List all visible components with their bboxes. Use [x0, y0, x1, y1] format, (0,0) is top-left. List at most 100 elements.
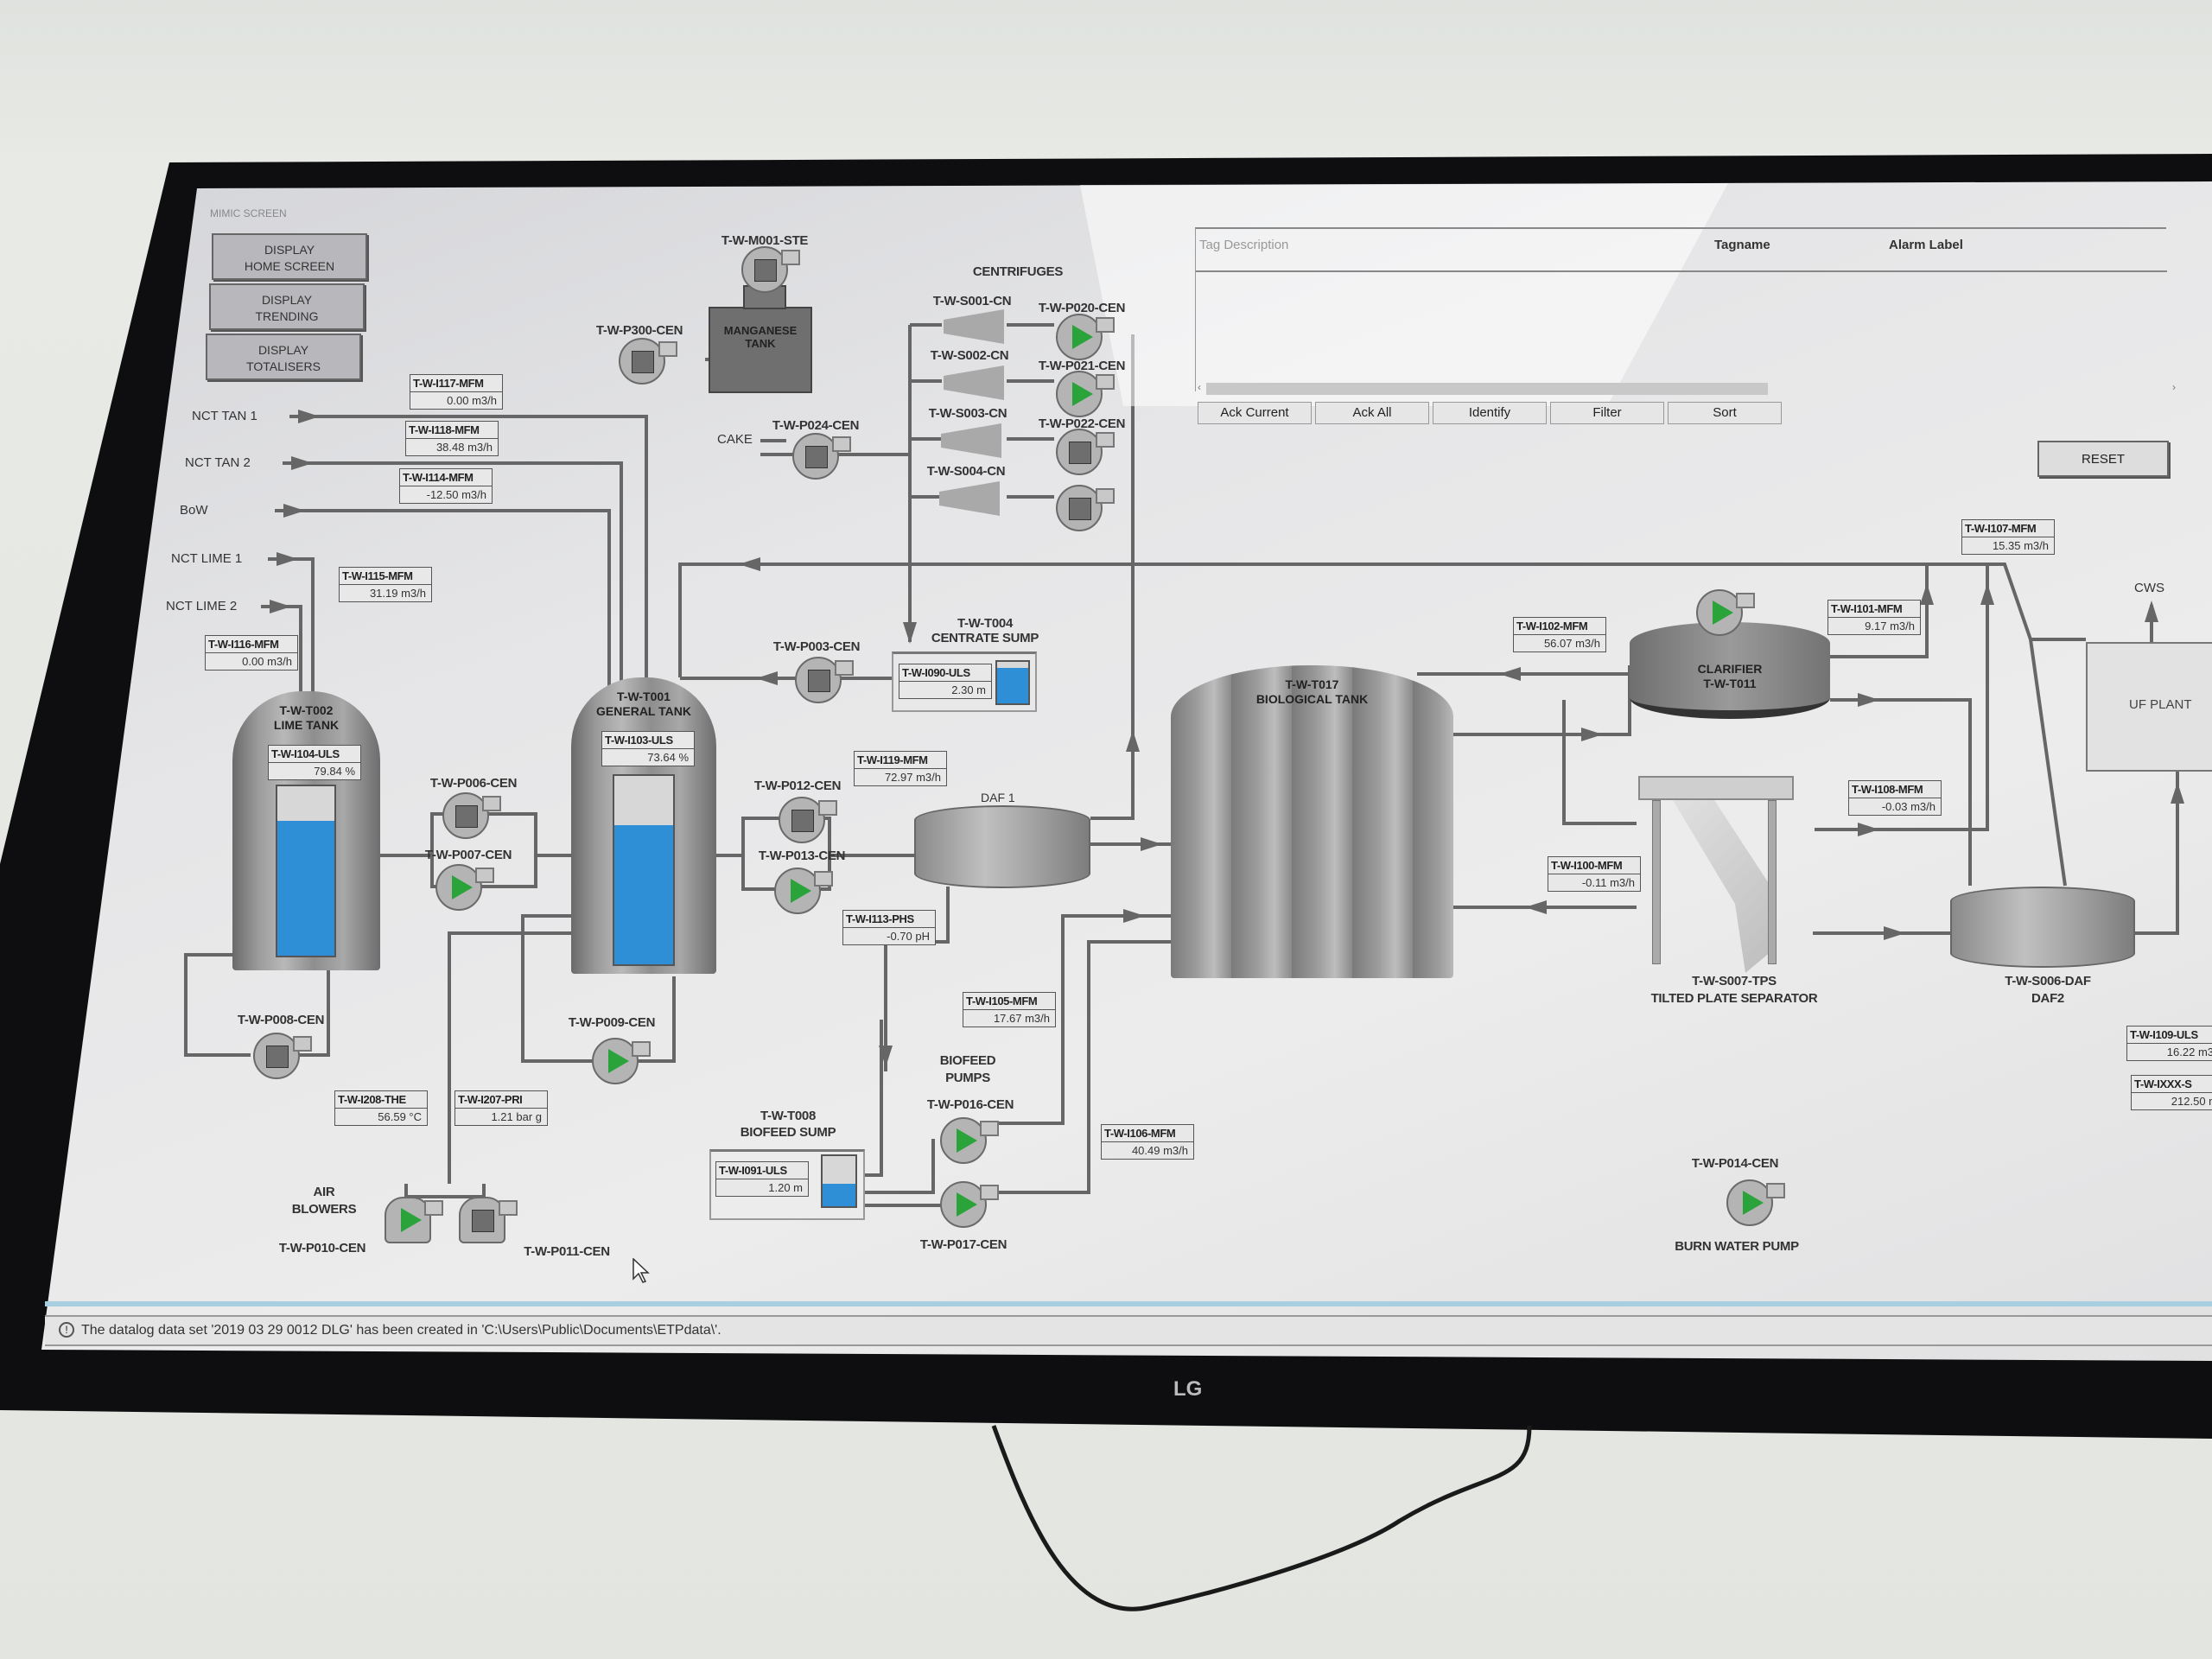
ack-all-button[interactable]: Ack All: [1315, 402, 1429, 424]
pump-p022[interactable]: [1056, 429, 1115, 475]
tag-value: 1.21 bar g: [491, 1110, 542, 1123]
horizontal-scrollbar[interactable]: [1206, 383, 1768, 395]
daf2-s006[interactable]: [1950, 887, 2135, 968]
tag-value: 212.50 m: [2171, 1095, 2212, 1108]
tank-tag: T-W-T001: [617, 690, 671, 703]
pump-p022-label: T-W-P022-CEN: [1038, 416, 1126, 431]
flowmeter-i100[interactable]: T-W-I100-MFM-0.11 m3/h: [1548, 856, 1641, 892]
column-tagname[interactable]: Tagname: [1714, 238, 1770, 252]
pump-p013[interactable]: [774, 868, 833, 914]
identify-button[interactable]: Identify: [1433, 402, 1547, 424]
sort-button[interactable]: Sort: [1668, 402, 1782, 424]
flowmeter-i108[interactable]: T-W-I108-MFM-0.03 m3/h: [1848, 780, 1942, 816]
info-icon: !: [59, 1322, 74, 1338]
pump-p017[interactable]: [940, 1181, 999, 1228]
flowmeter-i114[interactable]: T-W-I114-MFM-12.50 m3/h: [399, 468, 493, 504]
pump-p016[interactable]: [940, 1117, 999, 1164]
label-line: BIOFEED SUMP: [740, 1125, 836, 1140]
uf-plant[interactable]: UF PLANT: [2086, 642, 2212, 772]
label-line: BIOFEED: [939, 1053, 996, 1068]
general-tank-level-gauge: [613, 774, 675, 966]
centrate-sump-t004[interactable]: [892, 652, 1037, 712]
burn-water-pump-label: BURN WATER PUMP: [1675, 1239, 1799, 1254]
button-label: DISPLAY: [257, 343, 309, 357]
pump-p024[interactable]: [792, 433, 851, 480]
pump-p006[interactable]: [442, 792, 501, 839]
centrifuge-s004-label: T-W-S004-CN: [926, 464, 1006, 479]
pump-unlabelled[interactable]: [1056, 485, 1115, 531]
button-label: DISPLAY: [261, 293, 313, 307]
daf1[interactable]: [914, 805, 1090, 888]
pump-p007[interactable]: [435, 864, 494, 911]
pump-p012[interactable]: [779, 797, 837, 843]
column-alarm-label[interactable]: Alarm Label: [1889, 238, 1963, 252]
column-tag-description[interactable]: Tag Description: [1199, 238, 1289, 252]
button-label: TOTALISERS: [246, 359, 321, 373]
pump-p300[interactable]: [619, 338, 677, 385]
ack-current-button[interactable]: Ack Current: [1198, 402, 1312, 424]
mixer-m001[interactable]: [741, 246, 800, 293]
tag-name: T-W-I116-MFM: [206, 636, 297, 653]
blower-p011-label: T-W-P011-CEN: [524, 1244, 610, 1259]
centrate-sump-level-gauge: [995, 660, 1030, 705]
label-line: T-W-T004: [957, 616, 1013, 631]
mouse-cursor-icon: [632, 1258, 650, 1283]
tag-value: -0.11 m3/h: [1581, 876, 1635, 889]
tag-value: -0.03 m3/h: [1881, 800, 1936, 813]
blower-p011[interactable]: [459, 1197, 518, 1243]
pump-p014[interactable]: [1726, 1179, 1785, 1226]
pump-p021[interactable]: [1056, 371, 1115, 417]
pump-p020[interactable]: [1056, 314, 1115, 360]
biofeed-pumps-label: BIOFEED PUMPS: [940, 1052, 996, 1087]
blower-p010[interactable]: [385, 1197, 443, 1243]
centrifuges-heading: CENTRIFUGES: [972, 264, 1064, 279]
tank-tag: T-W-T017: [1285, 677, 1339, 691]
tag-value: 0.00 m3/h: [242, 655, 292, 668]
clarifier-drive[interactable]: [1696, 589, 1755, 636]
display-totalisers-button[interactable]: DISPLAY TOTALISERS: [206, 334, 361, 380]
tank-name: GENERAL TANK: [596, 704, 691, 718]
label-line: PUMPS: [945, 1071, 990, 1085]
scroll-left-icon[interactable]: ‹: [1198, 381, 1201, 393]
reset-button[interactable]: RESET: [2037, 441, 2169, 477]
pump-p017-label: T-W-P017-CEN: [919, 1237, 1007, 1252]
scroll-right-icon[interactable]: ›: [2172, 381, 2176, 393]
ph-i113[interactable]: T-W-I113-PHS-0.70 pH: [842, 910, 936, 945]
tank-name: BIOLOGICAL TANK: [1255, 692, 1369, 706]
pump-p003[interactable]: [795, 657, 854, 703]
flowmeter-i116[interactable]: T-W-I116-MFM 0.00 m3/h: [205, 635, 298, 671]
pump-p009-label: T-W-P009-CEN: [568, 1015, 656, 1030]
alarm-list[interactable]: Tag Description Tagname Alarm Label ‹ ›: [1195, 227, 2176, 395]
pump-p009[interactable]: [592, 1038, 651, 1084]
label-line: T-W-S006-DAF: [2005, 974, 2091, 988]
pump-p008[interactable]: [253, 1033, 312, 1079]
filter-button[interactable]: Filter: [1550, 402, 1664, 424]
tag-value: 56.59 °C: [378, 1110, 422, 1123]
biofeed-sump-t008[interactable]: [709, 1149, 865, 1220]
tilted-plate-separator[interactable]: [1638, 776, 1811, 973]
